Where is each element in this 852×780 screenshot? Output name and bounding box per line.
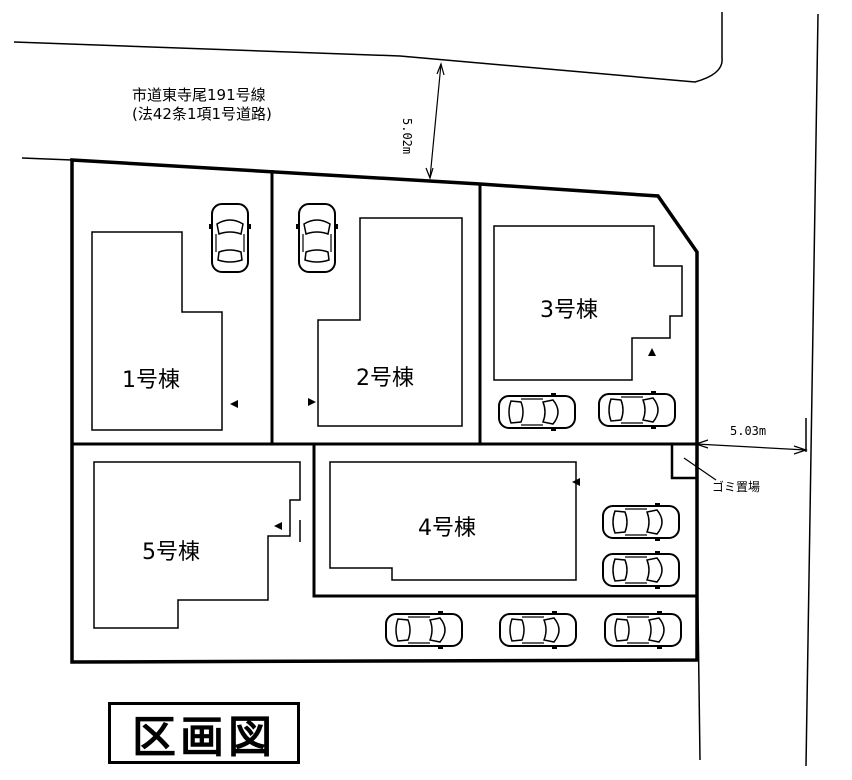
side-road-dimension-line xyxy=(695,443,807,451)
building-3-label: 3号棟 xyxy=(540,298,598,323)
entrance-marker-4 xyxy=(572,478,580,486)
plan-title: 区画図 xyxy=(132,712,276,763)
title-box: 区画図 xyxy=(108,702,300,764)
side-road-edge-right xyxy=(805,13,819,767)
building-3-footprint xyxy=(493,225,683,381)
trash-area-label: ゴミ置場 xyxy=(712,480,761,494)
parking-car-8 xyxy=(499,610,577,650)
side-road-width-label: 5.03m xyxy=(730,424,767,438)
road-edge-north xyxy=(13,12,723,83)
road-edge-south xyxy=(21,157,73,161)
building-2-footprint xyxy=(317,217,463,427)
road-name: 市道東寺尾191号線 (法42条1項1号道路) xyxy=(132,86,272,124)
road-width-dimension-line xyxy=(429,63,442,179)
road-width-label: 5.02m xyxy=(400,118,414,155)
parking-car-6 xyxy=(602,550,680,590)
lot-4-boundary xyxy=(312,444,697,598)
dimension-arrow-top xyxy=(436,62,445,76)
dimension-arrow-bottom xyxy=(425,167,434,180)
road-name-line2: (法42条1項1号道路) xyxy=(132,105,272,123)
parking-car-5 xyxy=(602,502,680,542)
parking-car-2 xyxy=(295,203,339,273)
building-5-footprint xyxy=(93,461,301,629)
entrance-marker-2 xyxy=(308,398,316,406)
road-name-line1: 市道東寺尾191号線 xyxy=(132,86,266,104)
entrance-marker-1 xyxy=(230,400,238,408)
entrance-marker-3 xyxy=(648,348,656,356)
building-1-footprint xyxy=(91,231,223,431)
entrance-marker-5 xyxy=(274,522,282,530)
parking-car-7 xyxy=(385,610,463,650)
building-2-label: 2号棟 xyxy=(356,366,414,391)
parking-car-4 xyxy=(598,390,676,430)
parking-car-3 xyxy=(498,392,576,432)
building-1-label: 1号棟 xyxy=(122,368,180,393)
parking-car-9 xyxy=(604,610,682,650)
trash-area-leader xyxy=(683,457,717,481)
trash-area-outline xyxy=(670,444,697,480)
building-5-label: 5号棟 xyxy=(142,540,200,565)
parking-car-1 xyxy=(208,203,252,273)
building-4-label: 4号棟 xyxy=(418,516,476,541)
building-4-footprint xyxy=(329,461,577,581)
side-dimension-arrow-right xyxy=(793,445,808,455)
